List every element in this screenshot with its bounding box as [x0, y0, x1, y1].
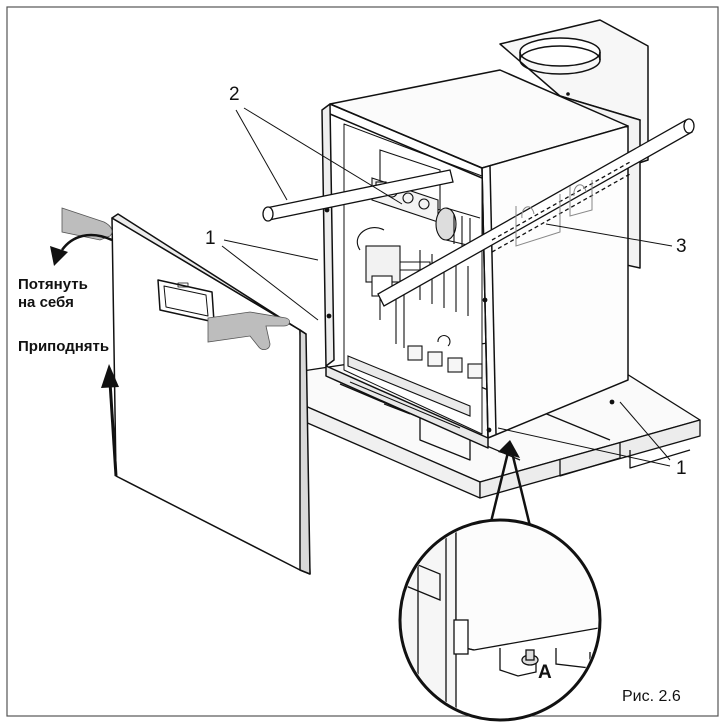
detail-callout-a: A — [538, 662, 552, 683]
figure-frame — [6, 6, 719, 717]
callout-3: 3 — [676, 236, 687, 257]
callout-1-right: 1 — [676, 458, 687, 479]
lift-label: Приподнять — [18, 338, 110, 355]
pull-arrow-head — [50, 246, 68, 266]
pull-label-line1: Потянуть — [18, 276, 88, 293]
callout-1-left: 1 — [205, 228, 216, 249]
handle-brackets — [515, 180, 593, 247]
pull-arrow-icon — [60, 233, 113, 251]
carrying-bars — [262, 118, 695, 307]
callout-2: 2 — [229, 84, 240, 105]
hand-illustrations — [61, 207, 290, 350]
pull-label-line2: на себя — [18, 294, 74, 311]
leader-lines — [221, 107, 673, 467]
figure-caption: Рис. 2.6 — [622, 688, 681, 705]
front-panel — [111, 213, 311, 575]
lift-arrow-icon — [101, 364, 119, 477]
boiler-body — [321, 19, 649, 449]
